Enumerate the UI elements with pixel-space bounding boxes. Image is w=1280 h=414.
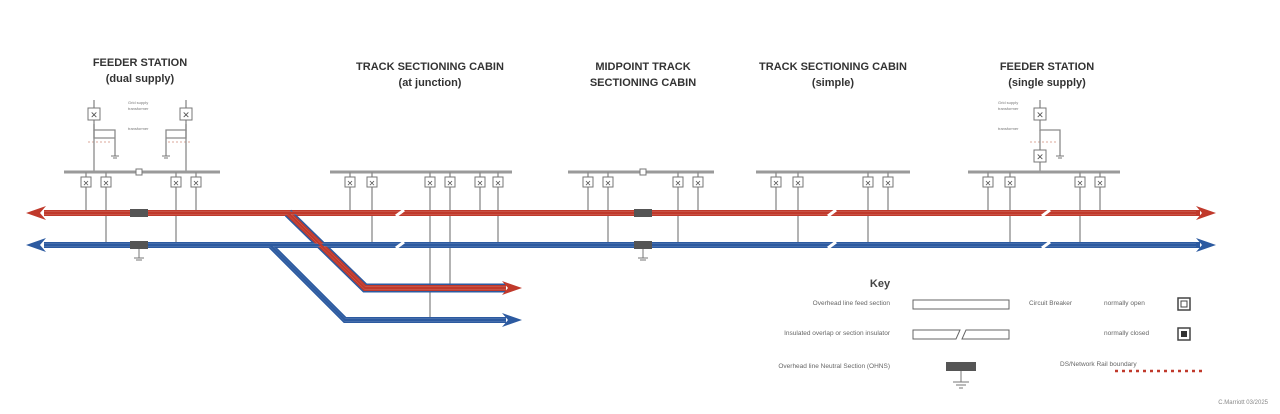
circuit-breaker-cross: ✕	[585, 179, 592, 188]
key-boundary: DS/Network Rail boundary	[1060, 361, 1137, 368]
legend: Key Overhead line feed section Insulated…	[778, 278, 1205, 389]
circuit-breakers: ✕ ✕ ✕ ✕ ✕ ✕ ✕ ✕ ✕ ✕ ✕ ✕ ✕ ✕ ✕ ✕ ✕ ✕ ✕ ✕ ✕ ✕	[80, 176, 1106, 188]
title-midpoint-line1: MIDPOINT TRACK	[595, 61, 690, 73]
circuit-breaker-cross: ✕	[495, 179, 502, 188]
circuit-breaker-icon	[692, 176, 704, 188]
circuit-breaker-icon	[492, 176, 504, 188]
key-ole-feed-section: Overhead line feed section	[813, 300, 891, 307]
circuit-breaker-cross: ✕	[369, 179, 376, 188]
circuit-breaker-icon	[474, 176, 486, 188]
circuit-breaker-cross: ✕	[1077, 179, 1084, 188]
circuit-breaker-icon	[344, 176, 356, 188]
down-branch-line	[267, 242, 506, 323]
insulated-overlaps	[395, 208, 1051, 250]
key-circuit-breaker: Circuit Breaker	[1029, 300, 1073, 307]
circuit-breaker-cross: ✕	[605, 179, 612, 188]
title-tsc-simple-line1: TRACK SECTIONING CABIN	[759, 61, 907, 73]
transformer-single: ✕ ✕	[1030, 100, 1064, 172]
circuit-breaker-cross: ✕	[193, 179, 200, 188]
circuit-breaker-icon	[982, 176, 994, 188]
title-tsc-junction-line2: (at junction)	[399, 77, 462, 89]
circuit-breaker-icon	[1094, 176, 1106, 188]
title-feeder-single-line1: FEEDER STATION	[1000, 61, 1094, 73]
title-feeder-single-line2: (single supply)	[1008, 77, 1086, 89]
circuit-breaker-icon	[1074, 176, 1086, 188]
key-heading: Key	[870, 278, 891, 290]
transformer-label-left-b: transformer	[128, 126, 149, 131]
circuit-breaker-cross: ✕	[447, 179, 454, 188]
circuit-breaker-icon	[770, 176, 782, 188]
circuit-breaker-icon: ✕	[90, 110, 98, 120]
circuit-breaker-icon	[80, 176, 92, 188]
title-feeder-dual-line2: (dual supply)	[106, 73, 175, 85]
title-feeder-dual-line1: FEEDER STATION	[93, 57, 187, 69]
circuit-breaker-icon	[424, 176, 436, 188]
transformer-right-dual: ✕	[162, 100, 193, 159]
circuit-breaker-icon	[862, 176, 874, 188]
circuit-breaker-icon	[672, 176, 684, 188]
circuit-breaker-cross: ✕	[695, 179, 702, 188]
circuit-breaker-icon	[582, 176, 594, 188]
key-normally-open: normally open	[1104, 300, 1145, 307]
circuit-breaker-cross: ✕	[773, 179, 780, 188]
key-insulated-overlap: Insulated overlap or section insulator	[784, 330, 891, 337]
title-tsc-simple-line2: (simple)	[812, 77, 855, 89]
circuit-breaker-icon	[882, 176, 894, 188]
circuit-breaker-cross: ✕	[1007, 179, 1014, 188]
neutral-section-left	[130, 209, 148, 261]
circuit-breaker-cross: ✕	[985, 179, 992, 188]
circuit-breaker-cross: ✕	[347, 179, 354, 188]
arrow-icon	[26, 206, 1216, 327]
circuit-breaker-cross: ✕	[885, 179, 892, 188]
credit-text: C.Marriott 03/2025	[1218, 400, 1268, 406]
neutral-section-mid	[634, 209, 652, 261]
transformer-label-right: transformer	[998, 106, 1019, 111]
circuit-breaker-cross: ✕	[865, 179, 872, 188]
circuit-breaker-icon: ✕	[182, 110, 190, 120]
title-tsc-junction-line1: TRACK SECTIONING CABIN	[356, 61, 504, 73]
circuit-breaker-icon: ✕	[1036, 152, 1044, 162]
circuit-breaker-cross: ✕	[427, 179, 434, 188]
circuit-breaker-icon	[602, 176, 614, 188]
circuit-breaker-icon: ✕	[1036, 110, 1044, 120]
circuit-breaker-icon	[190, 176, 202, 188]
grid-supply-label-right: Grid supply	[998, 100, 1018, 105]
transformer-left-dual: ✕	[87, 100, 119, 159]
circuit-breaker-icon	[100, 176, 112, 188]
circuit-breaker-icon	[170, 176, 182, 188]
circuit-breaker-cross: ✕	[83, 179, 90, 188]
grid-supply-label-left: Grid supply	[128, 100, 148, 105]
key-normally-closed: normally closed	[1104, 330, 1150, 337]
busbars	[64, 168, 1120, 176]
circuit-breaker-icon	[366, 176, 378, 188]
circuit-breaker-cross: ✕	[173, 179, 180, 188]
circuit-breaker-cross: ✕	[477, 179, 484, 188]
circuit-breaker-cross: ✕	[795, 179, 802, 188]
circuit-breaker-cross: ✕	[103, 179, 110, 188]
circuit-breaker-cross: ✕	[1097, 179, 1104, 188]
key-neutral-section: Overhead line Neutral Section (OHNS)	[778, 363, 890, 370]
circuit-breaker-cross: ✕	[675, 179, 682, 188]
circuit-breaker-icon	[444, 176, 456, 188]
transformer-label-right-b: transformer	[998, 126, 1019, 131]
circuit-breaker-icon	[792, 176, 804, 188]
circuit-breaker-icon	[1004, 176, 1016, 188]
title-midpoint-line2: SECTIONING CABIN	[590, 77, 696, 89]
transformer-label-left: transformer	[128, 106, 149, 111]
